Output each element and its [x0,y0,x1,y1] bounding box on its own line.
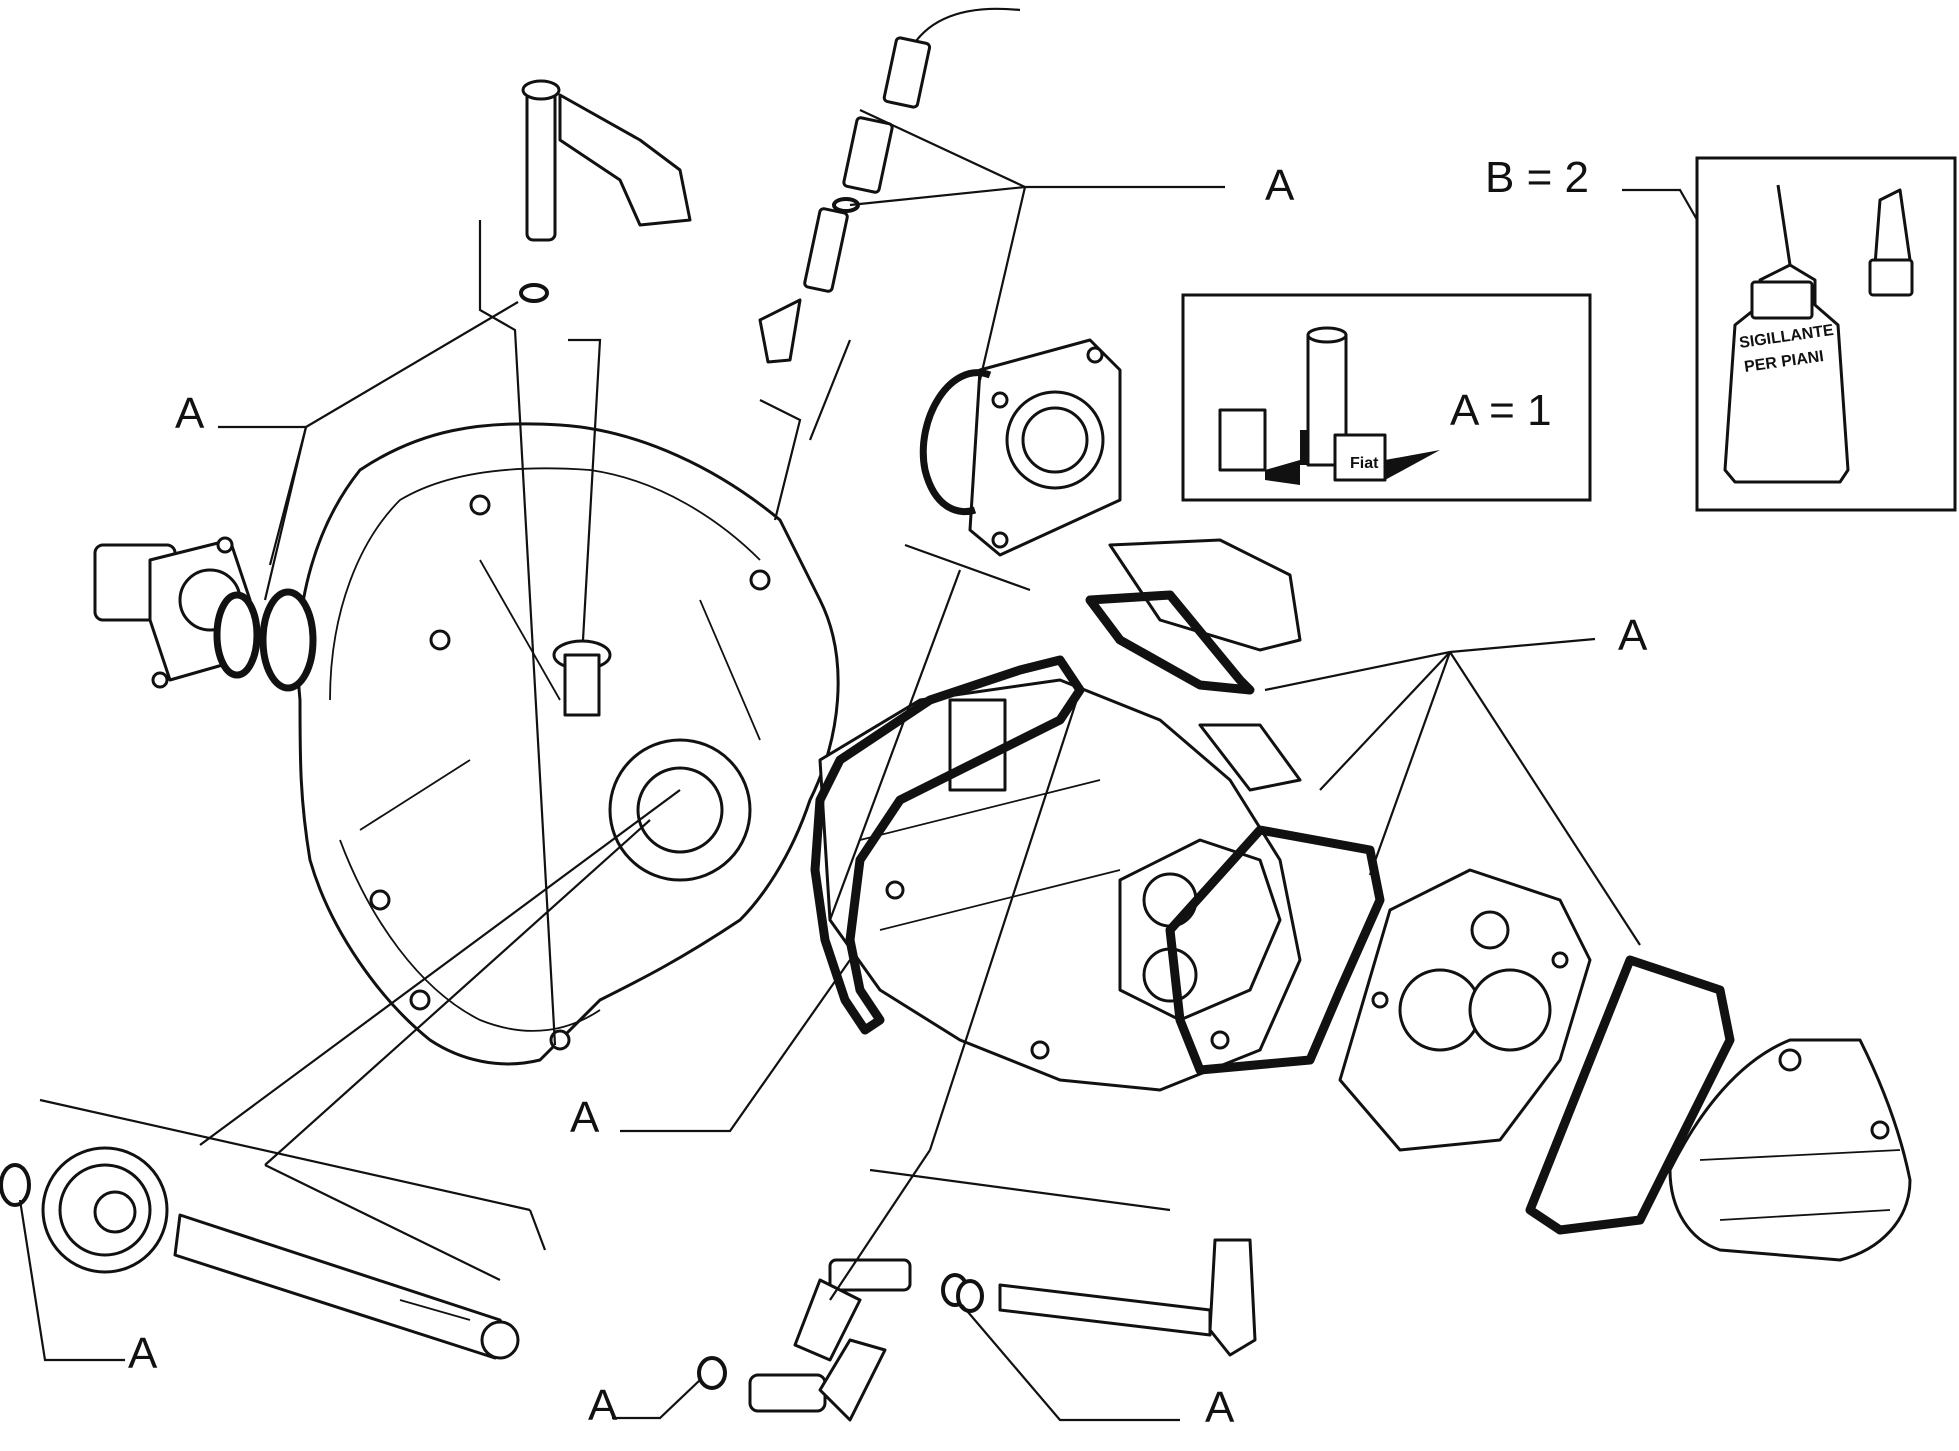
speedometer-drive [758,7,1021,364]
selector-shaft [173,1213,520,1360]
small-plate [1198,723,1302,792]
sealant-bottle-icon: SIGILLANTE PER PIANI [1723,184,1914,484]
callout-a-bottom-mid: A [588,1381,618,1430]
callout-a-bottom-left: A [128,1329,158,1378]
input-o-ring [259,588,317,692]
extension-flange [968,338,1122,557]
callout-a-top: A [1265,161,1295,210]
lever-o-ring [519,283,549,303]
callout-a-right: A [1618,611,1648,660]
shaft-o-ring-2 [956,1279,984,1313]
top-cover-gasket [1085,590,1255,695]
selector-fork-lower [748,1338,887,1422]
callout-a-bottom-right: A [1205,1383,1235,1432]
legend-a-text: A = 1 [1450,386,1552,435]
shift-lever [519,79,692,303]
legend-b-text: B = 2 [1485,153,1589,202]
legend-box-b: B = 2 SIGILLANTE PER PIANI [1485,153,1957,512]
fork-o-ring [697,1356,727,1390]
end-cover [1668,1038,1912,1262]
input-seal [213,591,261,679]
end-cover-gasket [1525,955,1735,1235]
clutch-housing [296,422,840,1066]
rear-cover-gasket [1165,825,1385,1075]
drive-gear [41,1146,169,1274]
legend-box-a: Fiat A = 1 [1181,293,1592,502]
intermediate-plate [1338,868,1592,1152]
fiat-label: Fiat [1350,455,1379,472]
fiat-product-icon: Fiat [1218,326,1440,485]
case-gasket [810,655,1085,1035]
flange-seal [919,369,992,516]
selector-rod [998,1238,1257,1357]
selector-fork-upper [793,1258,912,1362]
gear-o-ring [0,1163,31,1207]
callout-a-center: A [570,1093,600,1142]
top-cover [1108,538,1302,652]
callout-a-left: A [175,389,205,438]
leader-lines [18,109,1641,1422]
